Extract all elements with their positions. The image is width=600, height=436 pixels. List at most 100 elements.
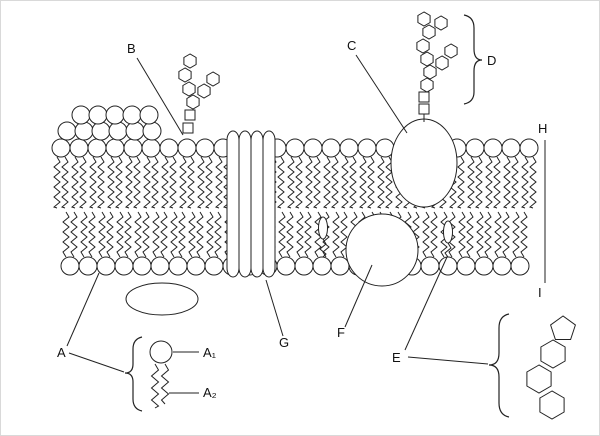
lipid-tail <box>502 211 510 258</box>
lipid-tail <box>304 211 312 258</box>
lipid-tail <box>132 156 141 209</box>
lipid-tail <box>70 156 79 209</box>
steroid-ring <box>540 339 566 369</box>
pointer-line-e-cholesterol <box>404 256 448 351</box>
lipid-tail <box>62 211 70 258</box>
lipid-tail <box>304 156 313 209</box>
lipid-tail <box>88 211 96 258</box>
lipid-tail <box>456 156 465 209</box>
cholesterol-ring <box>443 220 453 244</box>
lipid-tail <box>80 211 88 258</box>
label-a1: A₁ <box>203 345 217 360</box>
peripheral-protein-body <box>125 282 199 316</box>
sugar-unit <box>184 109 196 121</box>
lipid-head <box>60 256 80 276</box>
lipid-head <box>91 121 111 141</box>
lipid-tail <box>296 211 304 258</box>
sugar-unit <box>418 91 430 103</box>
lipid-tail <box>52 156 61 209</box>
lipid-tail <box>98 211 106 258</box>
lipid-tail <box>60 156 69 209</box>
lipid-tail <box>214 211 222 258</box>
detail-tails <box>150 363 170 409</box>
cholesterol-molecules <box>318 216 453 258</box>
lipid-tail <box>502 156 511 209</box>
lipid-tail <box>510 156 519 209</box>
lipid-tail <box>168 156 177 209</box>
globular-protein-f <box>345 213 419 287</box>
lipid-head <box>87 138 107 158</box>
lipid-head <box>105 138 125 158</box>
lipid-head <box>132 256 152 276</box>
sugar-unit <box>435 55 449 71</box>
lipid-tail <box>340 211 348 258</box>
lipid-tail <box>70 211 78 258</box>
sugar-unit <box>418 103 430 115</box>
channel-protein-g <box>226 130 276 278</box>
channel-segment <box>226 130 240 278</box>
lipid-head <box>51 138 71 158</box>
lipid-head <box>312 256 332 276</box>
lipid-tail <box>276 156 285 209</box>
lipid-head <box>114 256 134 276</box>
lipid-head <box>294 256 314 276</box>
lipid-tail <box>376 156 385 209</box>
lipid-head <box>125 121 145 141</box>
lipid-head <box>510 256 530 276</box>
lipid-head <box>321 138 341 158</box>
lipid-head <box>96 256 116 276</box>
sugar-unit <box>206 71 220 87</box>
lipid-head <box>195 138 215 158</box>
cholesterol-tail <box>319 238 327 258</box>
lipid-tail <box>474 156 483 209</box>
lipid-head <box>88 105 108 125</box>
lipid-tail <box>178 211 186 258</box>
lipid-tail <box>314 211 322 258</box>
steroid-ring <box>526 364 552 394</box>
steroid-ring <box>550 315 576 340</box>
label-a: A <box>57 345 66 360</box>
lipid-tail <box>286 156 295 209</box>
pointer-line-e-bracket <box>407 356 489 365</box>
lipid-tail <box>520 211 528 258</box>
lipid-head <box>141 138 161 158</box>
lipid-tail <box>520 156 529 209</box>
label-h: H <box>538 121 547 136</box>
pointer-line-a-bracket <box>68 352 125 373</box>
lipid-head <box>108 121 128 141</box>
lipid-head <box>339 138 359 158</box>
lipid-head <box>420 256 440 276</box>
phospholipid-detail <box>149 340 173 409</box>
lipid-tail <box>88 156 97 209</box>
sugar-unit <box>178 67 192 83</box>
label-b: B <box>127 41 136 56</box>
lipid-head <box>139 105 159 125</box>
lipid-tail <box>160 156 169 209</box>
lipid-head <box>105 105 125 125</box>
lipid-tail <box>340 156 349 209</box>
lipid-tail <box>124 211 132 258</box>
lipid-tail <box>384 156 393 209</box>
cholesterol-tail <box>444 242 452 258</box>
lipid-head <box>357 138 377 158</box>
lipid-tail <box>366 156 375 209</box>
lipid-head <box>122 105 142 125</box>
lipid-tail <box>114 156 123 209</box>
lipid-head <box>69 138 89 158</box>
lipid-tail <box>476 211 484 258</box>
lipid-tail <box>196 156 205 209</box>
lipid-tail <box>484 211 492 258</box>
lipid-tail <box>196 211 204 258</box>
lipid-head <box>519 138 539 158</box>
detail-head <box>149 340 173 364</box>
lipid-head <box>78 256 98 276</box>
lipid-tail <box>348 156 357 209</box>
label-d: D <box>487 53 496 68</box>
lipid-tail <box>204 156 213 209</box>
lipid-head <box>330 256 350 276</box>
lipid-tail <box>178 156 187 209</box>
channel-segment <box>262 130 276 278</box>
pointer-line-a-membrane <box>66 272 100 347</box>
lipid-head <box>159 138 179 158</box>
lipid-tail <box>106 211 114 258</box>
